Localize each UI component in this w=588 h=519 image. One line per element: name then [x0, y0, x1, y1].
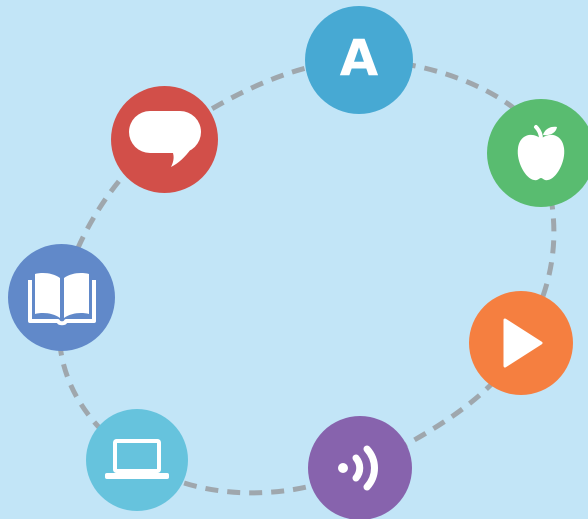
- laptop-node: [86, 409, 188, 511]
- play-icon: [503, 318, 543, 368]
- audio-signal-icon: [338, 445, 378, 491]
- audio-node: [308, 416, 412, 519]
- book-node: [8, 244, 115, 351]
- apple-node: [487, 99, 588, 207]
- chat-node: [111, 86, 218, 193]
- letter-a-node: A: [305, 6, 413, 114]
- laptop-icon: [105, 439, 169, 479]
- open-book-icon: [27, 272, 96, 325]
- letter-a-icon: A: [339, 29, 379, 87]
- apple-icon: [517, 125, 565, 181]
- play-node: [469, 291, 573, 395]
- speech-bubble-icon: [128, 110, 201, 167]
